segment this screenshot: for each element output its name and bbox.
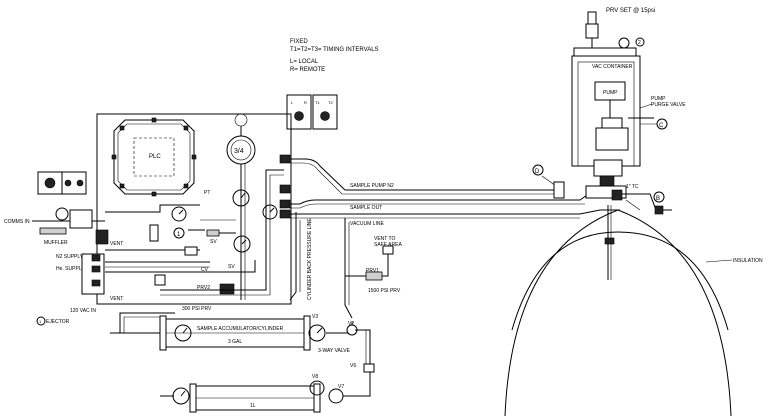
solenoid-valve	[206, 229, 220, 237]
valve-v3: V3	[308, 314, 326, 342]
svg-text:SAMPLE ACCUMULATOR/CYLINDER: SAMPLE ACCUMULATOR/CYLINDER	[197, 326, 284, 332]
top-fitting	[234, 113, 248, 127]
vac-container: VAC CONTAINER PUMP	[571, 55, 641, 167]
svg-text:3/4: 3/4	[234, 148, 244, 155]
svg-text:2: 2	[638, 40, 641, 46]
svg-text:1L: 1L	[250, 403, 256, 409]
svg-text:B: B	[656, 196, 660, 202]
vent-label-1: VENT	[110, 241, 123, 247]
sv-label: SV	[228, 264, 235, 270]
callout-d: D	[532, 164, 544, 176]
svg-text:D: D	[535, 169, 540, 175]
insulation-outer-arc	[504, 209, 732, 416]
svg-text:V3: V3	[312, 314, 318, 320]
muffler-label: MUFFLER	[44, 240, 68, 246]
ball-valve-dial: 3/4	[226, 135, 256, 165]
svg-text:PRV1: PRV1	[366, 268, 379, 274]
svg-text:V7: V7	[338, 384, 344, 390]
prv1-relief-valve: PRV1 1500 PSI PRV	[345, 245, 401, 294]
prv-top	[573, 11, 637, 57]
sample-pump-n2-label: SAMPLE PUMP N2	[350, 183, 394, 189]
svg-text:1500 PSI PRV: 1500 PSI PRV	[368, 288, 401, 294]
insulation-inner-arc	[511, 231, 729, 331]
vac-120-label: 120 VAC IN	[70, 308, 96, 314]
valve-v6: V6	[350, 363, 375, 373]
svg-text:C: C	[659, 123, 664, 129]
note-fixed: FIXED	[290, 39, 308, 45]
callout-1: 1	[173, 227, 185, 239]
pushbutton-station	[37, 171, 63, 195]
pressure-gauge	[233, 235, 251, 253]
regulator	[219, 283, 235, 295]
note-timing: T1=T2=T3= TIMING INTERVALS	[290, 47, 379, 53]
tank-flange	[593, 159, 623, 177]
svg-text:L: L	[291, 100, 294, 105]
svg-text:3-WAY VALVE: 3-WAY VALVE	[318, 348, 351, 354]
n2-supply-label: N2 SUPPLY	[56, 254, 84, 260]
plc-label: PLC	[149, 154, 161, 160]
three-way-valve-v2: V2 3-WAY VALVE	[318, 321, 358, 354]
tc-label: 1" TC	[626, 184, 639, 190]
pressure-gauge	[171, 206, 187, 222]
gauge-left-accumulator	[174, 324, 192, 342]
svg-text:V2: V2	[348, 321, 354, 327]
svg-text:V8: V8	[312, 374, 318, 380]
vacuum-line-label: VACUUM LINE	[350, 221, 384, 227]
svg-text:V6: V6	[350, 363, 356, 369]
plc-enclosure: PLC	[111, 117, 197, 197]
note-local: L= LOCAL	[290, 59, 319, 65]
valve-v7: V7	[328, 384, 344, 404]
he-supply-label: He. SUPPLY	[56, 266, 85, 272]
control-enclosure	[96, 113, 292, 305]
note-remote: R= REMOTE	[290, 67, 325, 73]
ejector-callout: 1 EJECTOR	[36, 316, 70, 326]
sample-accumulator-cylinder: SAMPLE ACCUMULATOR/CYLINDER 3 GAL	[159, 315, 311, 351]
cylinder-back-pressure-label: CYLINDER BACK PRESSURE LINE	[307, 218, 313, 300]
pushbutton-station	[61, 171, 87, 195]
svg-text:3 GAL: 3 GAL	[228, 339, 242, 345]
vent-label-2: VENT	[110, 296, 123, 302]
bulkhead-fittings	[279, 154, 291, 219]
svg-text:1: 1	[39, 319, 42, 324]
pressure-gauge	[232, 189, 250, 207]
cv-label: CV	[201, 267, 209, 273]
timer-switch: T1 T2	[312, 94, 338, 130]
prv2-label: PRV2	[197, 285, 210, 291]
comms-in-label: COMMS IN	[4, 219, 30, 225]
callout-b: B	[653, 191, 665, 203]
pt-label: PT	[204, 190, 210, 196]
svg-text:T1: T1	[315, 100, 320, 105]
svg-text:EJECTOR: EJECTOR	[46, 319, 70, 325]
gauge-left-1l	[172, 387, 190, 405]
insulation-label: INSULATION	[733, 258, 763, 264]
valve-v8: V8	[309, 374, 325, 396]
one-liter-cylinder: 1L	[189, 383, 321, 413]
prv-300-label: 300 PSI PRV	[182, 306, 212, 312]
callout-c: C	[656, 118, 668, 130]
svg-text:R: R	[304, 100, 307, 105]
svg-text:VAC CONTAINER: VAC CONTAINER	[592, 64, 633, 70]
svg-text:PUMP: PUMP	[603, 90, 618, 96]
prv-set-label: PRV SET @ 15psi	[606, 8, 655, 14]
sv-label: SV	[210, 239, 217, 245]
svg-text:1: 1	[177, 232, 181, 238]
svg-text:T2: T2	[328, 100, 333, 105]
sample-out-label: SAMPLE OUT	[350, 205, 382, 211]
vac-gauge: 2	[618, 37, 645, 49]
